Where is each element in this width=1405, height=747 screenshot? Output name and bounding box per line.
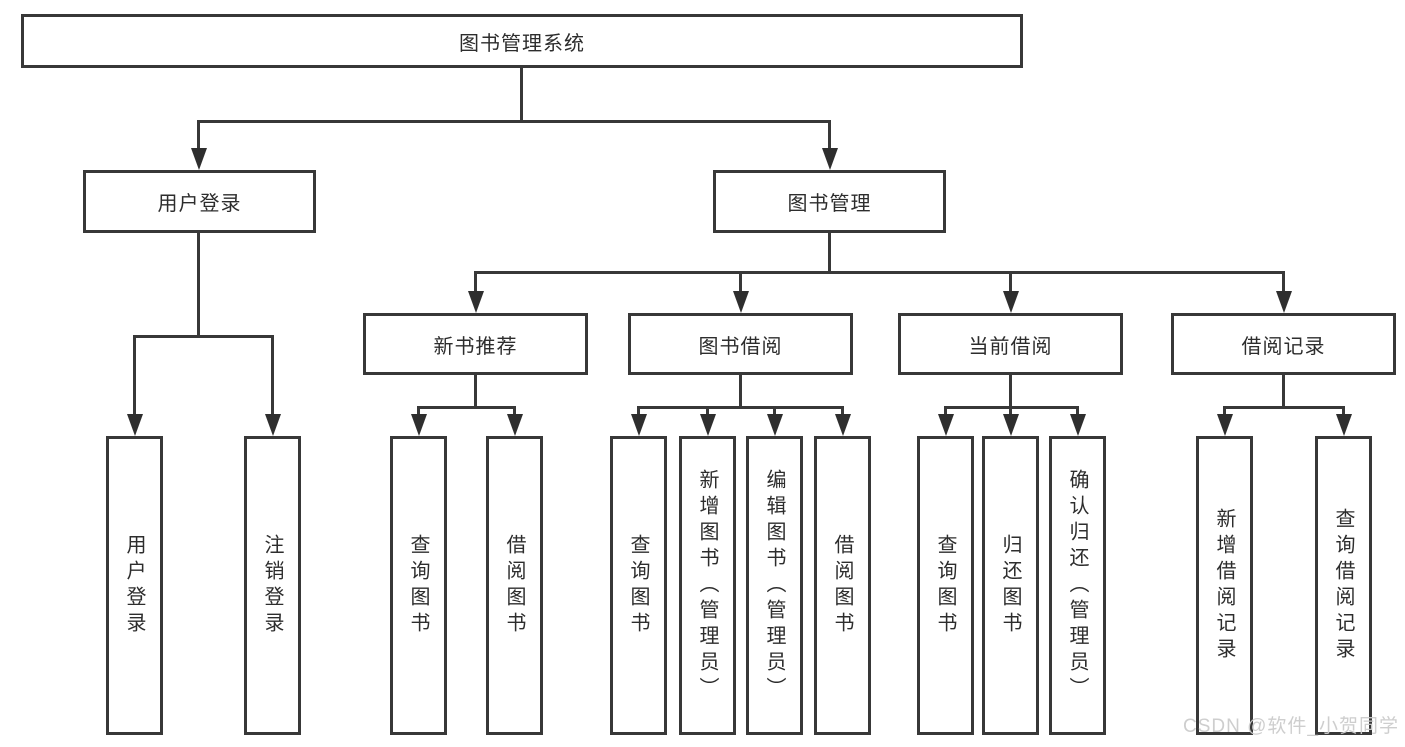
node-borrowing-records: 借阅记录 [1171, 313, 1396, 375]
connector-line [1009, 271, 1012, 293]
leaf-confirm-return-admin: 确认归还（管理员） [1049, 436, 1106, 735]
connector-line [637, 406, 640, 416]
arrow-down [1216, 414, 1233, 436]
connector-line [773, 406, 776, 416]
arrow-down [264, 414, 281, 436]
connector-line [637, 406, 844, 409]
connector-line [828, 233, 831, 273]
leaf-query-books-current: 查询图书 [917, 436, 974, 735]
connector-line [133, 335, 274, 338]
arrow-down [1069, 414, 1086, 436]
connector-line [1009, 375, 1012, 408]
connector-line [417, 406, 516, 409]
connector-line [944, 406, 947, 416]
connector-line [1342, 406, 1345, 416]
arrow-down [937, 414, 954, 436]
leaf-add-books-admin: 新增图书（管理员） [679, 436, 736, 735]
connector-line [1076, 406, 1079, 416]
leaf-query-borrow-record: 查询借阅记录 [1315, 436, 1372, 735]
leaf-query-books-recommend: 查询图书 [390, 436, 447, 735]
connector-line [474, 271, 477, 293]
connector-line [133, 335, 136, 416]
node-user-login-branch: 用户登录 [83, 170, 316, 233]
arrow-down [834, 414, 851, 436]
connector-line [739, 271, 742, 293]
arrow-down [410, 414, 427, 436]
leaf-borrow-books: 借阅图书 [814, 436, 871, 735]
arrow-down [699, 414, 716, 436]
node-new-book-recommend: 新书推荐 [363, 313, 588, 375]
leaf-edit-books-admin: 编辑图书（管理员） [746, 436, 803, 735]
arrow-down [766, 414, 783, 436]
node-book-borrowing: 图书借阅 [628, 313, 853, 375]
leaf-user-login: 用户登录 [106, 436, 163, 735]
leaf-logout: 注销登录 [244, 436, 301, 735]
connector-line [474, 271, 1285, 274]
arrow-down [1275, 291, 1292, 313]
csdn-watermark: CSDN @软件_小贺同学 [1183, 716, 1399, 737]
arrow-down [821, 148, 838, 170]
connector-line [271, 335, 274, 416]
connector-line [828, 120, 831, 150]
connector-line [1282, 375, 1285, 408]
connector-line [520, 68, 523, 122]
arrow-down [506, 414, 523, 436]
leaf-borrow-books-recommend: 借阅图书 [486, 436, 543, 735]
arrow-down [1335, 414, 1352, 436]
arrow-down [126, 414, 143, 436]
connector-line [474, 375, 477, 408]
connector-line [739, 375, 742, 408]
arrow-down [630, 414, 647, 436]
connector-line [197, 233, 200, 337]
node-root-library-system: 图书管理系统 [21, 14, 1023, 68]
leaf-add-borrow-record: 新增借阅记录 [1196, 436, 1253, 735]
arrow-down [1002, 291, 1019, 313]
connector-line [197, 120, 831, 123]
connector-line [513, 406, 516, 416]
node-current-borrowing: 当前借阅 [898, 313, 1123, 375]
connector-line [417, 406, 420, 416]
leaf-return-books: 归还图书 [982, 436, 1039, 735]
arrow-down [732, 291, 749, 313]
arrow-down [1002, 414, 1019, 436]
connector-line [841, 406, 844, 416]
connector-line [197, 120, 200, 150]
arrow-down [190, 148, 207, 170]
connector-line [1223, 406, 1344, 409]
connector-line [706, 406, 709, 416]
arrow-down [467, 291, 484, 313]
connector-line [1282, 271, 1285, 293]
leaf-query-books-borrowing: 查询图书 [610, 436, 667, 735]
connector-line [1223, 406, 1226, 416]
node-book-management-branch: 图书管理 [713, 170, 946, 233]
connector-line [1009, 406, 1012, 416]
